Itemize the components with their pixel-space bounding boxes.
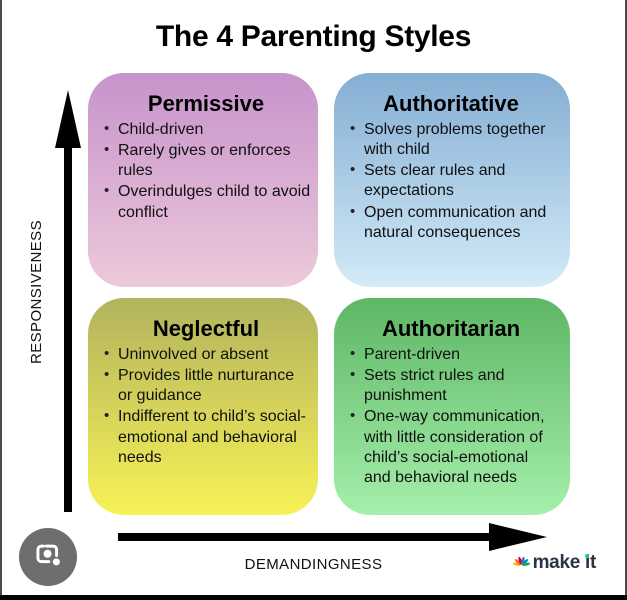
left-border — [0, 0, 2, 600]
quadrant-permissive-bullets: Child-driven Rarely gives or enforces ru… — [100, 120, 312, 223]
x-axis-label: DEMANDINGNESS — [244, 556, 383, 573]
quadrant-neglectful-bullets: Uninvolved or absent Provides little nur… — [100, 345, 312, 468]
quadrant-authoritative-bullets: Solves problems together with child Sets… — [346, 120, 556, 243]
bullet-item: One-way communication, with little consi… — [350, 407, 556, 488]
google-lens-button[interactable] — [19, 528, 77, 586]
quadrant-authoritarian: Authoritarian Parent-driven Sets strict … — [334, 298, 570, 515]
quadrant-authoritarian-title: Authoritarian — [381, 316, 521, 341]
x-axis-arrow-shaft — [118, 533, 492, 541]
quadrant-authoritative-title: Authoritative — [383, 91, 519, 116]
quadrant-neglectful-title: Neglectful — [152, 316, 260, 341]
quadrant-permissive-title: Permissive — [147, 91, 265, 116]
right-border — [625, 0, 627, 600]
bullet-item: Sets clear rules and expectations — [350, 161, 556, 201]
bullet-item: Solves problems together with child — [350, 120, 556, 160]
logo-text-make: make — [532, 552, 581, 573]
google-lens-icon — [32, 539, 64, 576]
quadrant-authoritarian-bullets: Parent-driven Sets strict rules and puni… — [346, 345, 556, 488]
bullet-item: Child-driven — [104, 120, 312, 140]
quadrant-neglectful: Neglectful Uninvolved or absent Provides… — [88, 298, 318, 515]
bullet-item: Uninvolved or absent — [104, 345, 312, 365]
bullet-item: Sets strict rules and punishment — [350, 366, 556, 406]
bullet-item: Rarely gives or enforces rules — [104, 141, 312, 181]
bullet-item: Overindulges child to avoid conflict — [104, 182, 312, 222]
x-axis-arrow-head — [489, 523, 547, 551]
make-it-logo: make it — [512, 552, 596, 573]
y-axis-label: RESPONSIVENESS — [28, 220, 45, 364]
bullet-item: Open communication and natural consequen… — [350, 203, 556, 243]
y-axis-arrow-head — [55, 90, 81, 148]
bottom-black-bar — [0, 595, 627, 600]
bullet-item: Indifferent to child’s social-emotional … — [104, 407, 312, 467]
bullet-item: Provides little nurturance or guidance — [104, 366, 312, 406]
page-title: The 4 Parenting Styles — [155, 20, 472, 53]
bullet-item: Parent-driven — [350, 345, 556, 365]
quadrant-authoritative: Authoritative Solves problems together w… — [334, 73, 570, 287]
logo-text-it: it — [584, 552, 596, 573]
y-axis-arrow-shaft — [64, 145, 72, 512]
quadrant-permissive: Permissive Child-driven Rarely gives or … — [88, 73, 318, 287]
nbc-peacock-icon — [512, 553, 530, 571]
